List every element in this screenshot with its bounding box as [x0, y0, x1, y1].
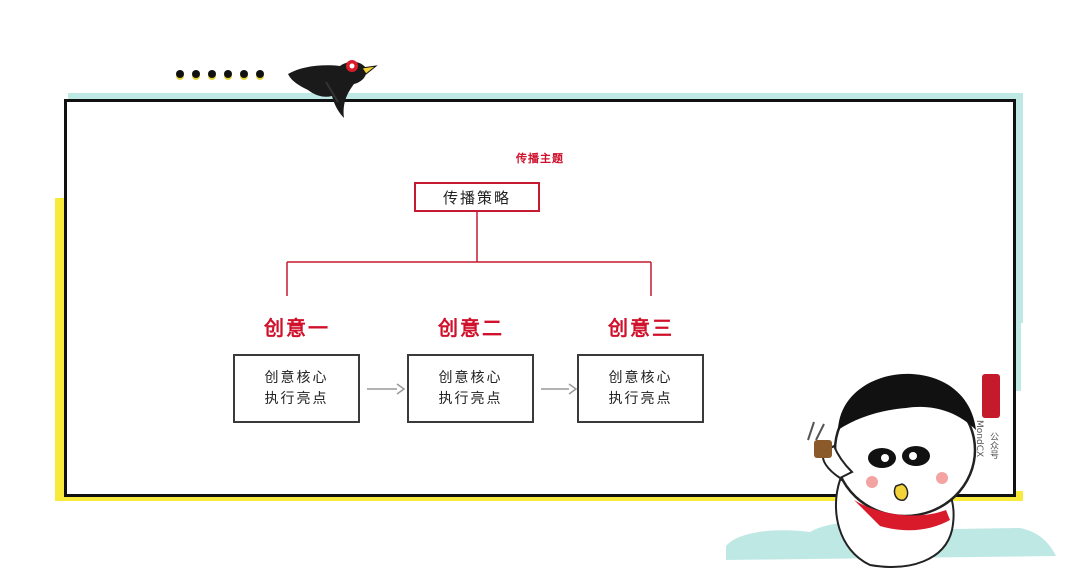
idea-title-3: 创意三 — [608, 316, 674, 340]
idea-core-label: 创意核心 — [438, 369, 503, 386]
idea-core-label: 创意核心 — [264, 369, 329, 386]
strategy-node: 传播策略 — [414, 182, 540, 212]
cartoon-character-illustration — [726, 373, 1056, 568]
seed-dot — [208, 70, 216, 78]
cyan-backdrop-right — [1013, 93, 1023, 323]
seed-dot — [192, 70, 200, 78]
idea-box-1: 创意核心 执行亮点 — [233, 354, 360, 423]
seed-dot — [240, 70, 248, 78]
idea-box-3: 创意核心 执行亮点 — [577, 354, 704, 423]
arrow-head-2 — [568, 383, 578, 395]
theme-label: 传播主题 — [516, 152, 564, 165]
idea-title-1: 创意一 — [264, 316, 330, 340]
seed-dot — [224, 70, 232, 78]
idea-box-2: 创意核心 执行亮点 — [407, 354, 534, 423]
arrow-head-1 — [396, 383, 406, 395]
idea-highlight-label: 执行亮点 — [438, 390, 503, 407]
idea-core-label: 创意核心 — [608, 369, 673, 386]
idea-highlight-label: 执行亮点 — [264, 390, 329, 407]
crow-illustration — [288, 60, 378, 118]
idea-title-2: 创意二 — [438, 316, 504, 340]
watermark-side-text: 公众号 — [988, 432, 998, 459]
watermark-text: MondCX — [974, 420, 984, 458]
seed-dot — [176, 70, 184, 78]
idea-highlight-label: 执行亮点 — [608, 390, 673, 407]
seed-dot — [256, 70, 264, 78]
